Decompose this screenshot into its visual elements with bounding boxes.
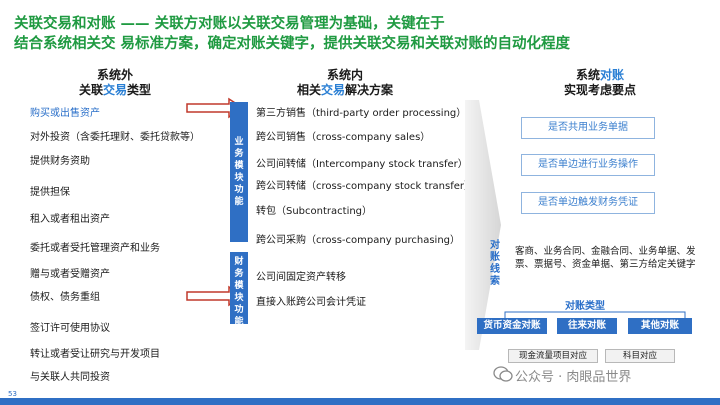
right-header-line-1: 系统对账 bbox=[575, 68, 625, 82]
consideration-box-unilateral-vouchers: 是否单边触发财务凭证 bbox=[521, 192, 655, 214]
business-module-bar: 业务模块功能 bbox=[230, 102, 248, 242]
consideration-box-unilateral-ops: 是否单边进行业务操作 bbox=[521, 154, 655, 176]
left-item-9: 转让或者受让研究与开发项目 bbox=[30, 349, 160, 360]
left-header-line-1: 系统外 bbox=[96, 68, 133, 82]
left-column-header: 系统外 关联交易类型 bbox=[55, 68, 175, 98]
left-item-3: 提供担保 bbox=[30, 187, 70, 198]
footer-band bbox=[0, 398, 720, 405]
account-mapping-box: 科目对应 bbox=[605, 349, 675, 363]
left-item-2: 提供财务资助 bbox=[30, 156, 90, 167]
mid-item-6: 公司间固定资产转移 bbox=[256, 272, 346, 283]
title-line-1: 关联交易和对账 —— 关联方对账以关联交易管理为基础，关键在于 bbox=[14, 16, 445, 32]
mid-item-0: 第三方销售（third-party order processing） bbox=[256, 108, 467, 119]
page-number: 53 bbox=[8, 390, 17, 398]
mid-item-5: 跨公司采购（cross-company purchasing） bbox=[256, 235, 461, 246]
finance-module-bar: 财务模块功能 bbox=[230, 252, 248, 327]
left-header-line-2: 关联交易类型 bbox=[78, 83, 152, 97]
cash-flow-mapping-box: 现金流量项目对应 bbox=[508, 349, 598, 363]
bracket-connector bbox=[504, 311, 686, 318]
chevron-right-icon bbox=[465, 100, 501, 350]
mid-item-1: 跨公司销售（cross-company sales） bbox=[256, 132, 431, 143]
title-line-2: 结合系统相关交 易标准方案，确定对账关键字，提供关联交易和关联对账的自动化程度 bbox=[14, 36, 571, 52]
watermark-text: 公众号 · 肉眼品世界 bbox=[515, 370, 632, 385]
right-header-line-2: 实现考虑要点 bbox=[563, 83, 636, 97]
left-item-8: 签订许可使用协议 bbox=[30, 323, 110, 334]
recon-clue-text: 客商、业务合同、金融合同、业务单据、发票、票据号、资金单据、第三方给定关键字 bbox=[515, 246, 696, 270]
right-column-header: 系统对账 实现考虑要点 bbox=[535, 68, 665, 98]
left-item-1: 对外投资（含委托理财、委托贷款等） bbox=[30, 132, 200, 143]
consideration-box-shared-docs: 是否共用业务单据 bbox=[521, 117, 655, 139]
recon-type-other-button: 其他对账 bbox=[628, 318, 692, 334]
mid-header-line-2: 相关交易解决方案 bbox=[296, 83, 394, 97]
recon-clue-label: 对账线索 bbox=[490, 240, 500, 287]
left-item-4: 租入或者租出资产 bbox=[30, 214, 110, 225]
recon-type-account-button: 往来对账 bbox=[557, 318, 617, 334]
left-item-7: 债权、债务重组 bbox=[30, 292, 100, 303]
left-item-5: 委托或者受托管理资产和业务 bbox=[30, 243, 160, 254]
mid-item-4: 转包（Subcontracting） bbox=[256, 206, 373, 217]
wechat-icon bbox=[493, 366, 513, 382]
recon-type-title: 对账类型 bbox=[565, 301, 605, 312]
left-item-6: 赠与或者受赠资产 bbox=[30, 269, 110, 280]
recon-type-cash-button: 货币资金对账 bbox=[477, 318, 547, 334]
mid-item-2: 公司间转储（Intercompany stock transfer） bbox=[256, 159, 468, 170]
mid-item-7: 直接入账跨公司会计凭证 bbox=[256, 297, 366, 308]
mid-item-3: 跨公司转储（cross-company stock transfer） bbox=[256, 181, 475, 192]
mid-header-line-1: 系统内 bbox=[326, 68, 363, 82]
business-module-label: 业务模块功能 bbox=[234, 137, 244, 207]
left-item-10: 与关联人共同投资 bbox=[30, 372, 110, 383]
left-item-0: 购买或出售资产 bbox=[30, 108, 100, 119]
finance-module-label: 财务模块功能 bbox=[234, 257, 244, 327]
mid-column-header: 系统内 相关交易解决方案 bbox=[255, 68, 435, 98]
